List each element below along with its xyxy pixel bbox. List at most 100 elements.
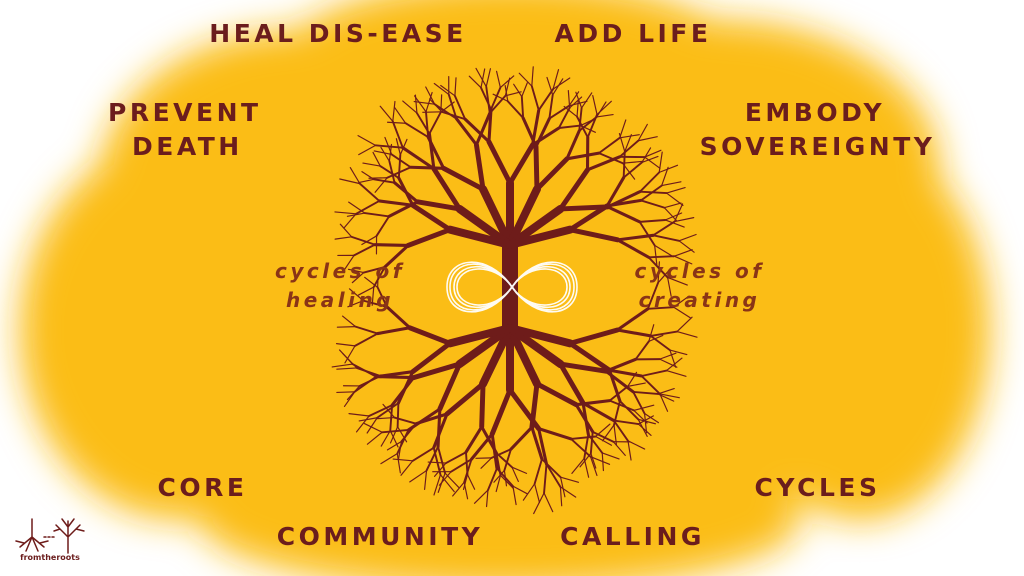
tree-root (601, 452, 605, 472)
label-cycles: CYCLES (754, 473, 881, 502)
tree-root (612, 419, 629, 442)
tree-root (634, 340, 650, 361)
tree-root (341, 315, 357, 328)
tree-root (378, 370, 415, 378)
tree-root (612, 419, 640, 426)
tree-root (376, 326, 412, 336)
tree-branch (409, 165, 446, 170)
tree-root (672, 306, 692, 319)
tree-root (640, 369, 668, 377)
tree-root (346, 385, 361, 401)
creating-line-2: creating (638, 288, 761, 312)
tree-root (406, 407, 442, 432)
tree-branch (640, 184, 663, 202)
tree-root (672, 295, 690, 308)
tree-branch (640, 199, 666, 209)
tree-root (511, 466, 519, 483)
label-community: COMMUNITY (276, 522, 484, 551)
tree-branch (373, 150, 393, 156)
tree-branch (358, 178, 375, 184)
tree-branch (637, 136, 658, 142)
tree-root (534, 381, 579, 408)
tree-branch (334, 236, 353, 240)
tree-branch (565, 129, 581, 161)
tree-root (540, 458, 562, 479)
tree-branch (581, 92, 593, 109)
tree-branch (586, 113, 599, 139)
tree-branch (678, 240, 695, 253)
tree-branch (405, 227, 453, 248)
tree-root (358, 375, 382, 387)
tree-root (676, 316, 693, 333)
tree-branch (667, 276, 672, 297)
tree-root (583, 457, 590, 478)
tree-branch (433, 82, 450, 96)
tree-branch (440, 84, 456, 97)
tree-root (495, 474, 502, 493)
tree-branch (644, 149, 662, 158)
logo-text: fromtheroots (20, 553, 80, 562)
cycles-of-creating: cycles of creating (612, 257, 787, 315)
tree-branch (343, 254, 355, 271)
tree-branch (390, 153, 412, 169)
tree-root (485, 489, 489, 508)
tree-branch (427, 132, 436, 171)
tree-root (396, 402, 400, 428)
tree-branch (678, 233, 697, 242)
tree-root (489, 387, 513, 437)
tree-root (445, 324, 514, 348)
tree-root (533, 492, 545, 515)
tree-root (336, 326, 357, 328)
tree-root (669, 349, 688, 356)
tree-branch (454, 117, 478, 147)
tree-root (615, 307, 650, 332)
healing-line-1: cycles of (275, 259, 405, 283)
tree-branch (644, 156, 661, 169)
tree-root (534, 483, 541, 504)
tree-root (581, 401, 590, 436)
tree-branch (652, 234, 681, 242)
tree-branch (428, 111, 442, 135)
tree-root (389, 430, 399, 448)
tree-branch (440, 94, 443, 113)
tree-branch (641, 147, 652, 164)
tree-branch (606, 205, 642, 224)
tree-root (637, 423, 652, 436)
tree-branch (638, 220, 656, 247)
tree-branch (397, 153, 402, 180)
tree-root (595, 435, 613, 446)
tree-branch (605, 198, 643, 208)
tree-branch (641, 155, 659, 164)
tree-root (659, 358, 678, 368)
tree-root (512, 485, 528, 495)
tree-root (354, 332, 379, 347)
tree-branch (673, 255, 693, 265)
tree-branch (664, 219, 685, 228)
tree-root (640, 375, 661, 395)
tree-root (386, 440, 402, 451)
healing-line-2: healing (285, 288, 395, 312)
tree-branch (386, 121, 407, 124)
label-embody: EMBODY (744, 98, 886, 127)
label-death: DEATH (132, 132, 243, 161)
tree-branch (521, 116, 538, 149)
tree-branch (647, 255, 676, 259)
tree-branch (654, 244, 674, 258)
tree-root (649, 334, 671, 352)
tree-root (503, 448, 512, 472)
tree-branch (480, 68, 486, 89)
tree-root (559, 476, 566, 498)
tree-root (363, 422, 383, 433)
tree-root (364, 276, 379, 288)
tree-branch (372, 266, 386, 289)
tree-branch (391, 120, 404, 149)
tree-root (366, 417, 378, 434)
tree-root (444, 472, 460, 488)
tree-branch (394, 106, 407, 124)
tree-root (559, 486, 563, 507)
tree-branch (355, 199, 381, 215)
tree-root (529, 381, 540, 430)
tree-root (396, 428, 410, 455)
tree-root (465, 451, 469, 476)
